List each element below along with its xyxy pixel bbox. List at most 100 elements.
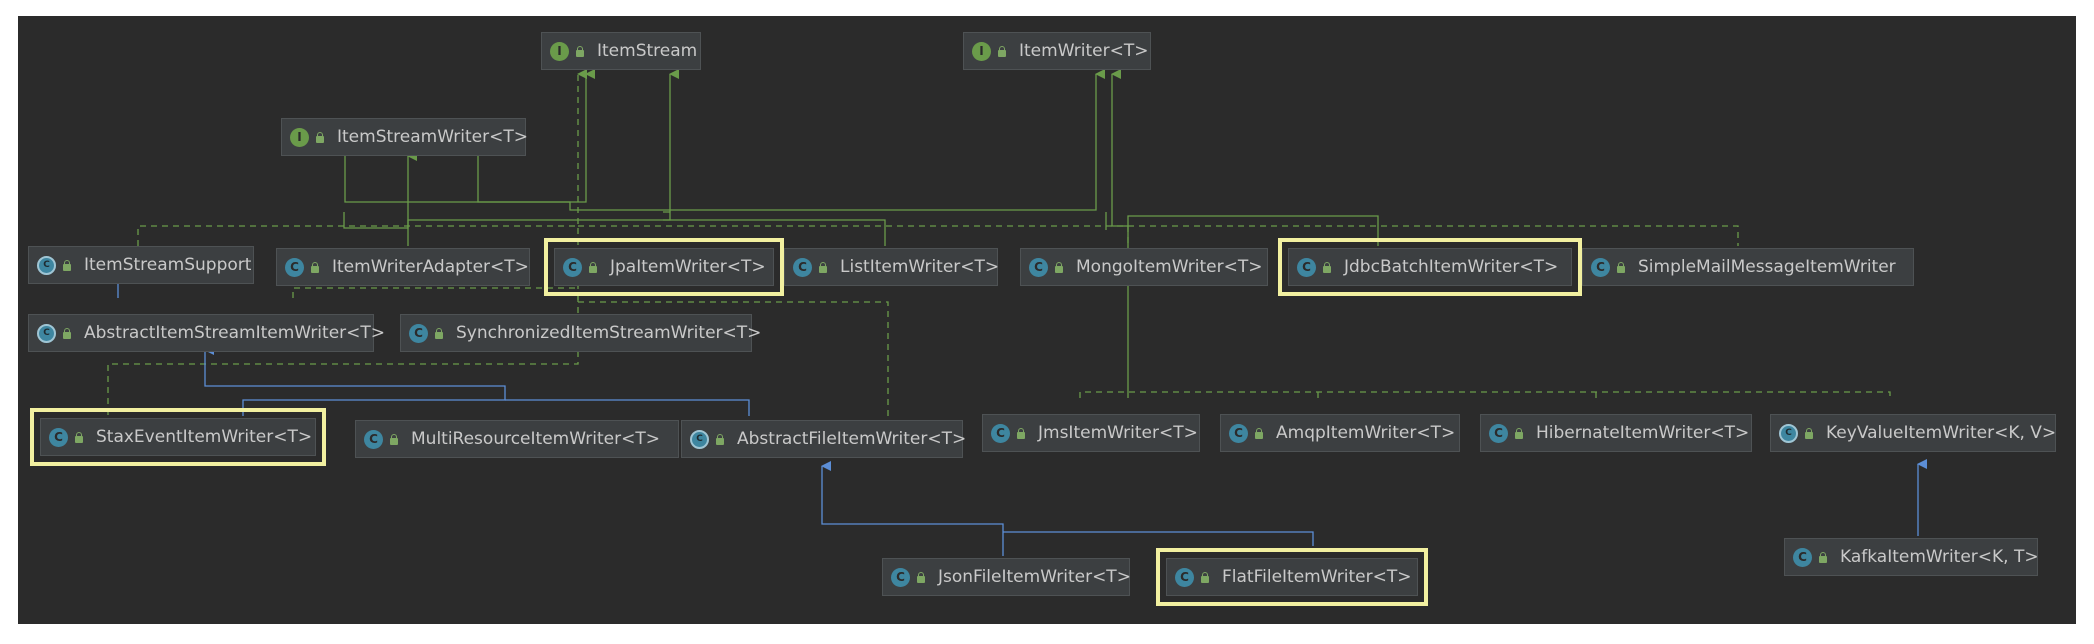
class-icon: C — [991, 423, 1010, 443]
node-staxeventitemwriter[interactable]: C StaxEventItemWriter<T> — [30, 408, 326, 466]
node-label: KafkaItemWriter<K, T> — [1840, 547, 2039, 567]
public-visibility-icon — [1804, 427, 1814, 439]
public-visibility-icon — [1818, 551, 1828, 563]
class-icon: C — [1229, 423, 1248, 443]
node-itemstreamwriter[interactable]: I ItemStreamWriter<T> — [281, 118, 528, 156]
public-visibility-icon — [389, 433, 399, 445]
edge-stax-abstractitemstreamitemwriter — [204, 345, 506, 416]
class-icon: C — [49, 427, 68, 447]
node-amqpitemwriter[interactable]: C AmqpItemWriter<T> — [1220, 414, 1460, 452]
edge-itemwriteradapter-itemwriter — [407, 211, 671, 246]
node-itemwriter[interactable]: I ItemWriter<T> — [963, 32, 1151, 70]
node-hibernateitemwriter[interactable]: C HibernateItemWriter<T> — [1480, 414, 1752, 452]
public-visibility-icon — [916, 571, 926, 583]
node-abstractfileitemwriter[interactable]: C AbstractFileItemWriter<T> — [681, 420, 967, 458]
edge-dashed-right — [578, 225, 1739, 246]
node-label: AbstractFileItemWriter<T> — [737, 429, 967, 449]
public-visibility-icon — [310, 261, 320, 273]
node-jdbcbatchitemwriter[interactable]: C JdbcBatchItemWriter<T> — [1278, 238, 1582, 296]
public-visibility-icon — [1200, 571, 1210, 583]
class-icon: C — [1297, 257, 1316, 277]
edge-flat-abstractfile — [1003, 531, 1314, 546]
node-label: AmqpItemWriter<T> — [1276, 423, 1456, 443]
edge-mongo-trunk — [1111, 69, 1128, 227]
node-synchronizeditemstreamwriter[interactable]: C SynchronizedItemStreamWriter<T> — [400, 314, 761, 352]
node-jmsitemwriter[interactable]: C JmsItemWriter<T> — [982, 414, 1200, 452]
public-visibility-icon — [1514, 427, 1524, 439]
node-multiresourceitemwriter[interactable]: C MultiResourceItemWriter<T> — [355, 420, 679, 458]
class-icon: C — [1793, 547, 1812, 567]
class-icon: C — [285, 257, 304, 277]
interface-icon: I — [972, 41, 991, 61]
public-visibility-icon — [818, 261, 828, 273]
node-label: ItemStream — [597, 41, 698, 61]
abstract-class-icon: C — [1779, 423, 1798, 443]
edge-list-itemwriter — [663, 219, 886, 246]
public-visibility-icon — [1254, 427, 1264, 439]
node-label: ItemWriter<T> — [1019, 41, 1149, 61]
node-label: JmsItemWriter<T> — [1038, 423, 1198, 443]
class-icon: C — [1029, 257, 1048, 277]
node-label: FlatFileItemWriter<T> — [1222, 567, 1412, 587]
public-visibility-icon — [74, 431, 84, 443]
abstract-class-icon: C — [37, 323, 56, 343]
public-visibility-icon — [997, 45, 1007, 57]
interface-icon: I — [290, 127, 309, 147]
abstract-class-icon: C — [690, 429, 709, 449]
edge-mongo-itemwriter — [1127, 215, 1379, 248]
node-label: JdbcBatchItemWriter<T> — [1344, 257, 1559, 277]
node-label: SynchronizedItemStreamWriter<T> — [456, 323, 762, 343]
node-label: ItemStreamSupport — [84, 255, 252, 275]
public-visibility-icon — [715, 433, 725, 445]
public-visibility-icon — [588, 261, 598, 273]
node-kafkaitemwriter[interactable]: C KafkaItemWriter<K, T> — [1784, 538, 2039, 576]
class-icon: C — [364, 429, 383, 449]
abstract-class-icon: C — [37, 255, 56, 275]
node-label: JpaItemWriter<T> — [610, 257, 766, 277]
public-visibility-icon — [62, 259, 72, 271]
edges-layer — [107, 69, 1927, 556]
node-flatfileitemwriter[interactable]: C FlatFileItemWriter<T> — [1156, 548, 1428, 606]
node-label: MongoItemWriter<T> — [1076, 257, 1263, 277]
class-icon: C — [891, 567, 910, 587]
node-jsonfileitemwriter[interactable]: C JsonFileItemWriter<T> — [882, 558, 1131, 596]
edge-abstractitemstreamitemwriter-itemstreamwriter — [343, 151, 417, 229]
node-label: ItemStreamWriter<T> — [337, 127, 528, 147]
class-icon: C — [409, 323, 428, 343]
edge-dashed-mongo-children — [1079, 391, 1891, 398]
public-visibility-icon — [315, 131, 325, 143]
class-icon: C — [1591, 257, 1610, 277]
class-icon: C — [1489, 423, 1508, 443]
node-simplemailmessageitemwriter[interactable]: C SimpleMailMessageItemWriter — [1582, 248, 1914, 286]
node-itemwriteradapter[interactable]: C ItemWriterAdapter<T> — [276, 248, 530, 286]
edge-json-abstractfile — [821, 461, 1004, 556]
node-label: HibernateItemWriter<T> — [1536, 423, 1750, 443]
node-label: ItemWriterAdapter<T> — [332, 257, 529, 277]
class-icon: C — [1175, 567, 1194, 587]
edge-dashed-adapter — [292, 287, 578, 298]
node-label: SimpleMailMessageItemWriter — [1638, 257, 1896, 277]
node-label: StaxEventItemWriter<T> — [96, 427, 313, 447]
node-listitemwriter[interactable]: C ListItemWriter<T> — [784, 248, 1000, 286]
node-label: JsonFileItemWriter<T> — [938, 567, 1131, 587]
public-visibility-icon — [575, 45, 585, 57]
public-visibility-icon — [1616, 261, 1626, 273]
class-icon: C — [793, 257, 812, 277]
node-jpaitemwriter[interactable]: C JpaItemWriter<T> — [544, 238, 784, 296]
class-icon: C — [563, 257, 582, 277]
public-visibility-icon — [1322, 261, 1332, 273]
public-visibility-icon — [1054, 261, 1064, 273]
public-visibility-icon — [62, 327, 72, 339]
node-label: ListItemWriter<T> — [840, 257, 1000, 277]
node-label: KeyValueItemWriter<K, V> — [1826, 423, 2057, 443]
edge-dashed-jpa-abstractfile — [578, 301, 889, 416]
node-label: MultiResourceItemWriter<T> — [411, 429, 660, 449]
node-mongoitemwriter[interactable]: C MongoItemWriter<T> — [1020, 248, 1268, 286]
public-visibility-icon — [1016, 427, 1026, 439]
node-keyvalueitemwriter[interactable]: C KeyValueItemWriter<K, V> — [1770, 414, 2056, 452]
public-visibility-icon — [434, 327, 444, 339]
node-itemstreamsupport[interactable]: C ItemStreamSupport — [28, 246, 254, 284]
